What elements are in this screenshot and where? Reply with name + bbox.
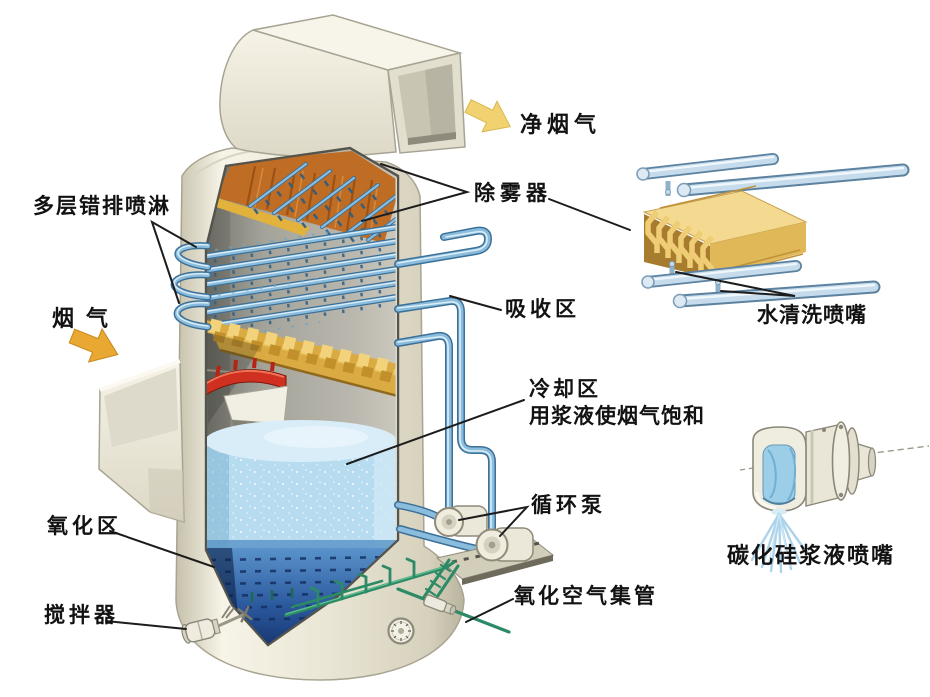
chevron-pack — [642, 185, 808, 278]
pump-1 — [434, 505, 488, 537]
pointer-air-header — [465, 598, 514, 623]
clean-gas-arrow-icon — [464, 99, 511, 133]
label-multilayer-spray: 多层错排喷淋 — [33, 194, 171, 218]
tray-layer — [206, 318, 398, 398]
outlet-duct — [219, 14, 466, 159]
pointer-wash-nozzle — [675, 271, 796, 297]
slurry-nozzle-detail — [739, 421, 930, 574]
label-clean-flue-gas: 净烟气 — [520, 112, 602, 137]
pointer-demister-right — [548, 198, 631, 231]
label-demister: 除雾器 — [474, 181, 552, 205]
air-lance-fitting — [423, 594, 457, 615]
spray-fan — [750, 512, 810, 574]
pointer-demister-left — [361, 163, 471, 222]
demister-spray-rails — [248, 162, 398, 243]
label-oxidation-air-header: 氧化空气集管 — [514, 584, 658, 608]
pointer-multilayer-spray — [150, 219, 197, 304]
label-oxidation-zone: 氧化区 — [47, 514, 122, 538]
external-piping — [394, 226, 496, 553]
demister-layer — [213, 151, 398, 243]
scrubber-tower — [98, 14, 555, 681]
gauge-dial — [387, 617, 415, 645]
pointer-lines — [105, 163, 796, 630]
label-agitator: 搅拌器 — [44, 603, 119, 627]
label-cooling-zone: 冷却区 — [529, 377, 601, 401]
label-flue-gas: 烟气 — [52, 306, 121, 331]
circulation-pumps — [434, 505, 555, 585]
pointer-agitator — [105, 620, 187, 630]
pointer-pumps — [458, 505, 530, 537]
label-water-wash-nozzle: 水清洗喷嘴 — [757, 303, 867, 327]
demister-detail — [636, 153, 910, 309]
flue-gas-arrow-icon — [68, 327, 119, 363]
inlet-duct — [98, 359, 185, 524]
slurry-pool — [206, 420, 398, 554]
label-circulation-pump: 循环泵 — [531, 493, 606, 517]
spray-header-loops — [170, 242, 212, 331]
agitator-device — [181, 605, 253, 644]
pump-2 — [475, 527, 534, 562]
pointer-absorption — [449, 295, 502, 311]
spray-pipes — [206, 223, 398, 339]
label-sic-slurry-nozzle: 碳化硅浆液喷嘴 — [727, 543, 896, 568]
wash-pipes-top — [636, 153, 910, 213]
label-absorption-zone: 吸收区 — [505, 297, 580, 321]
pointer-cooling — [346, 399, 525, 465]
label-cooling-zone-desc: 用浆液使烟气饱和 — [529, 404, 705, 428]
oxidation-air-system — [284, 557, 511, 634]
pointer-oxidation — [109, 530, 215, 568]
